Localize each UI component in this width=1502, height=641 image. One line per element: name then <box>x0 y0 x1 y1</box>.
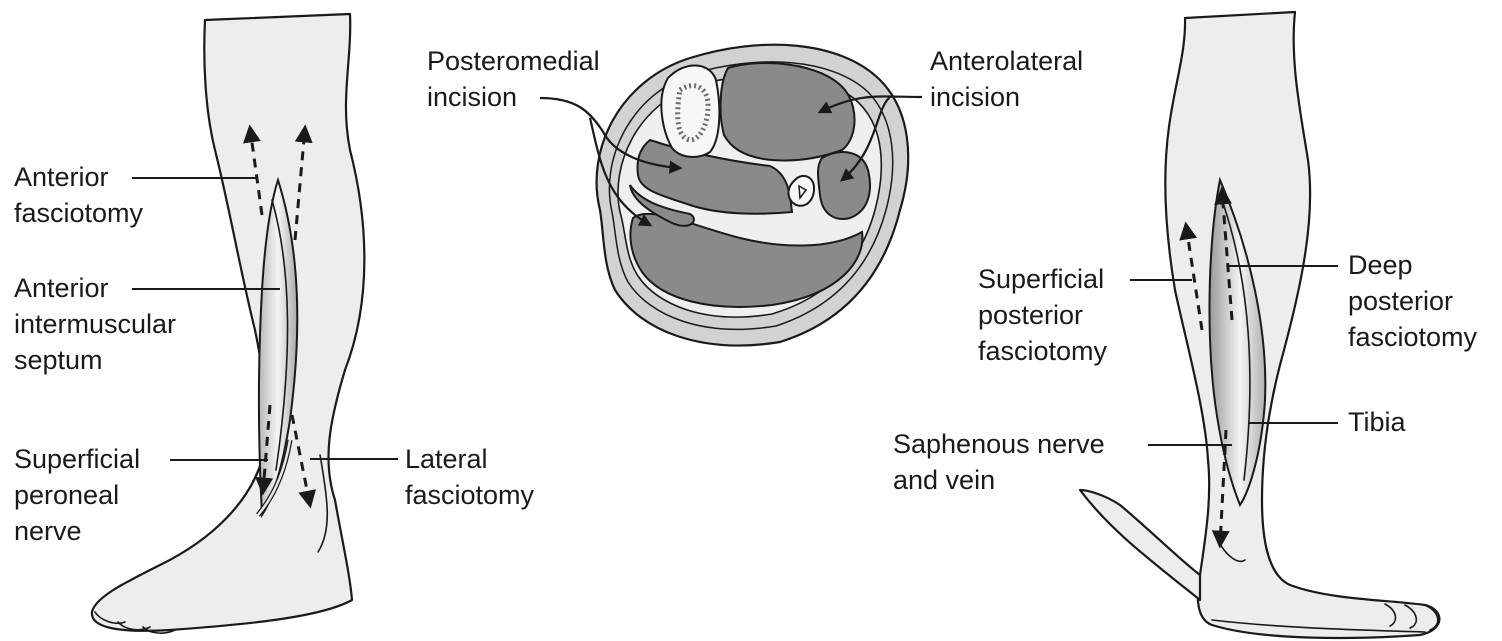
cross-section <box>540 45 922 346</box>
lateral-compartment <box>818 152 870 219</box>
tibia-section <box>661 65 719 156</box>
label-superficial-posterior-fasciotomy: Superficial posterior fasciotomy <box>978 264 1112 366</box>
label-deep-posterior-fasciotomy: Deep posterior fasciotomy <box>1348 250 1478 352</box>
label-anterolateral-incision: Anterolateral incision <box>930 46 1091 112</box>
label-posteromedial-incision: Posteromedial incision <box>427 46 607 112</box>
label-anterior-fasciotomy: Anterior fasciotomy <box>14 162 144 228</box>
right-heel <box>1080 490 1200 600</box>
label-tibia: Tibia <box>1348 407 1407 437</box>
label-lateral-fasciotomy: Lateral fasciotomy <box>405 444 535 510</box>
label-saphenous-nerve-vein: Saphenous nerve and vein <box>893 429 1112 495</box>
label-superficial-peroneal-nerve: Superficial peroneal nerve <box>14 444 148 546</box>
